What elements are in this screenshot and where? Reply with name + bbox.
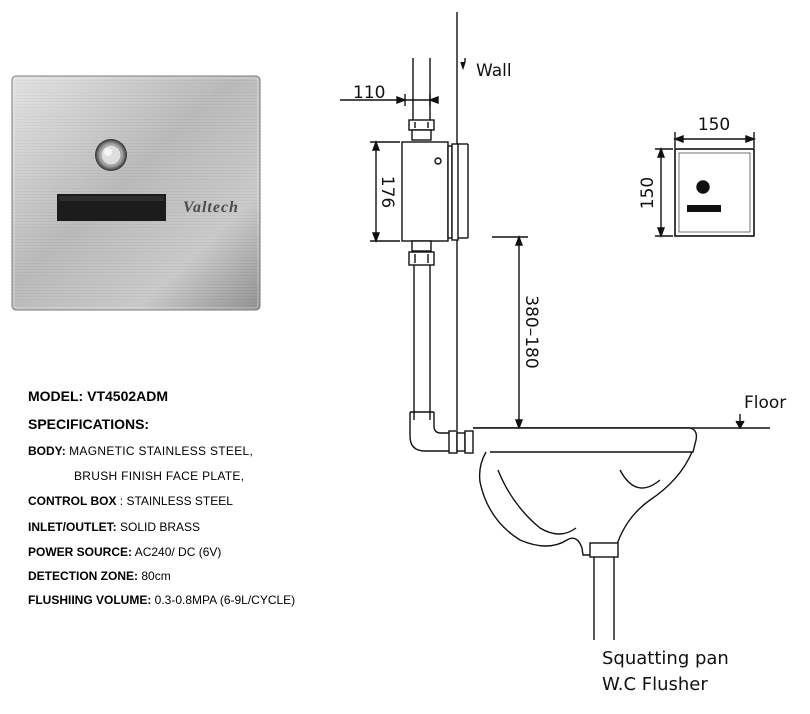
- spec-inlet-label: INLET/OUTLET:: [28, 520, 117, 534]
- spec-control-value: : STAINLESS STEEL: [119, 494, 233, 508]
- dim-150-height-label: 150: [638, 177, 658, 209]
- push-button-icon[interactable]: [95, 139, 127, 171]
- spec-inlet-line: INLET/OUTLET: SOLID BRASS: [28, 520, 200, 534]
- spec-control-line: CONTROL BOX : STAINLESS STEEL: [28, 494, 233, 508]
- squatting-pan: [473, 427, 698, 556]
- spec-body-line-2: BRUSH FINISH FACE PLATE,: [74, 469, 245, 483]
- sensor-window: [57, 194, 166, 221]
- spec-body-value: MAGNETIC STAINLESS STEEL,: [69, 444, 254, 458]
- spec-power-value: AC240/ DC (6V): [134, 545, 222, 559]
- model-value: VT4502ADM: [87, 388, 169, 404]
- spec-flush-line: FLUSHIING VOLUME: 0.3-0.8MPA (6-9L/CYCLE…: [28, 593, 295, 607]
- lower-fitting: [408, 240, 435, 266]
- wall-label: Wall: [476, 61, 512, 81]
- upper-fitting: [408, 119, 435, 141]
- floor-label: Floor: [744, 393, 786, 413]
- product-face-plate: Valtech: [11, 75, 261, 311]
- dim-110-label: 110: [353, 83, 385, 103]
- sensor-bar-icon: [687, 205, 721, 212]
- model-label: MODEL:: [28, 388, 84, 404]
- caption-wc-flusher: W.C Flusher: [602, 674, 708, 695]
- spec-flush-label: FLUSHIING VOLUME:: [28, 593, 152, 607]
- brand-logo-text: Valtech: [183, 199, 239, 216]
- spec-detection-label: DETECTION ZONE:: [28, 569, 138, 583]
- floor-arrow-icon: [735, 420, 745, 430]
- dim-380-180-label: 380–180: [521, 295, 541, 368]
- trap-outlet: [589, 542, 619, 640]
- spec-inlet-value: SOLID BRASS: [120, 520, 201, 534]
- caption-squatting-pan: Squatting pan: [602, 648, 729, 669]
- dim-176-label: 176: [377, 176, 397, 208]
- model-line: MODEL: VT4502ADM: [28, 388, 168, 404]
- spec-detection-value: 80cm: [141, 569, 171, 583]
- control-box: [401, 141, 469, 242]
- sensor-dot-icon: [696, 180, 710, 194]
- spec-body-line: BODY: MAGNETIC STAINLESS STEEL,: [28, 444, 253, 458]
- wall-arrow-icon: [460, 61, 466, 71]
- spec-power-line: POWER SOURCE: AC240/ DC (6V): [28, 545, 221, 559]
- spec-flush-value: 0.3-0.8MPA (6-9L/CYCLE): [154, 593, 296, 607]
- spec-power-label: POWER SOURCE:: [28, 545, 133, 559]
- spec-body-label: BODY:: [28, 444, 66, 458]
- specifications-heading: SPECIFICATIONS:: [28, 416, 150, 432]
- spec-detection-line: DETECTION ZONE: 80cm: [28, 569, 171, 583]
- installation-drawing: [340, 12, 770, 640]
- dim-150-width-label: 150: [698, 115, 730, 135]
- flush-pipe: [409, 265, 474, 454]
- spec-control-label: CONTROL BOX: [28, 494, 117, 508]
- face-plate-front-view: [674, 148, 755, 237]
